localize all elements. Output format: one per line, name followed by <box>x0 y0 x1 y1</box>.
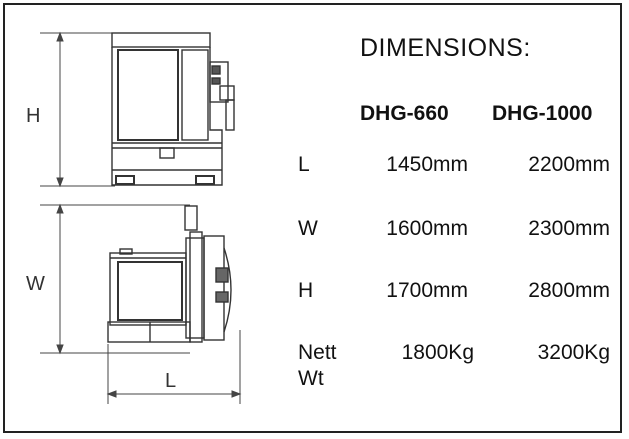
height-dimension-line <box>40 31 115 188</box>
weight-value-dhg-1000: 3200Kg <box>537 341 610 364</box>
height-dimension-label: H <box>26 105 40 127</box>
row-label-width: W <box>298 217 318 240</box>
column-header-dhg-1000: DHG-1000 <box>492 102 593 125</box>
length-value-dhg-1000: 2200mm <box>528 153 610 176</box>
length-value-dhg-660: 1450mm <box>386 153 468 176</box>
row-label-height: H <box>298 279 314 302</box>
row-label-length: L <box>298 153 310 176</box>
machine-front-view <box>111 32 235 186</box>
width-dimension-label: W <box>26 273 45 295</box>
dimensions-title: DIMENSIONS: <box>360 34 531 62</box>
column-header-dhg-660: DHG-660 <box>360 102 449 125</box>
spec-sheet-frame <box>3 3 622 433</box>
height-value-dhg-1000: 2800mm <box>528 279 610 302</box>
width-value-dhg-660: 1600mm <box>386 217 468 240</box>
row-label-nett-weight: Nett Wt <box>298 341 337 390</box>
width-dimension-line <box>40 203 190 355</box>
length-dimension-line <box>106 330 242 404</box>
machine-side-view <box>107 205 232 343</box>
height-value-dhg-660: 1700mm <box>386 279 468 302</box>
weight-value-dhg-660: 1800Kg <box>401 341 474 364</box>
width-value-dhg-1000: 2300mm <box>528 217 610 240</box>
length-dimension-label: L <box>165 370 176 392</box>
